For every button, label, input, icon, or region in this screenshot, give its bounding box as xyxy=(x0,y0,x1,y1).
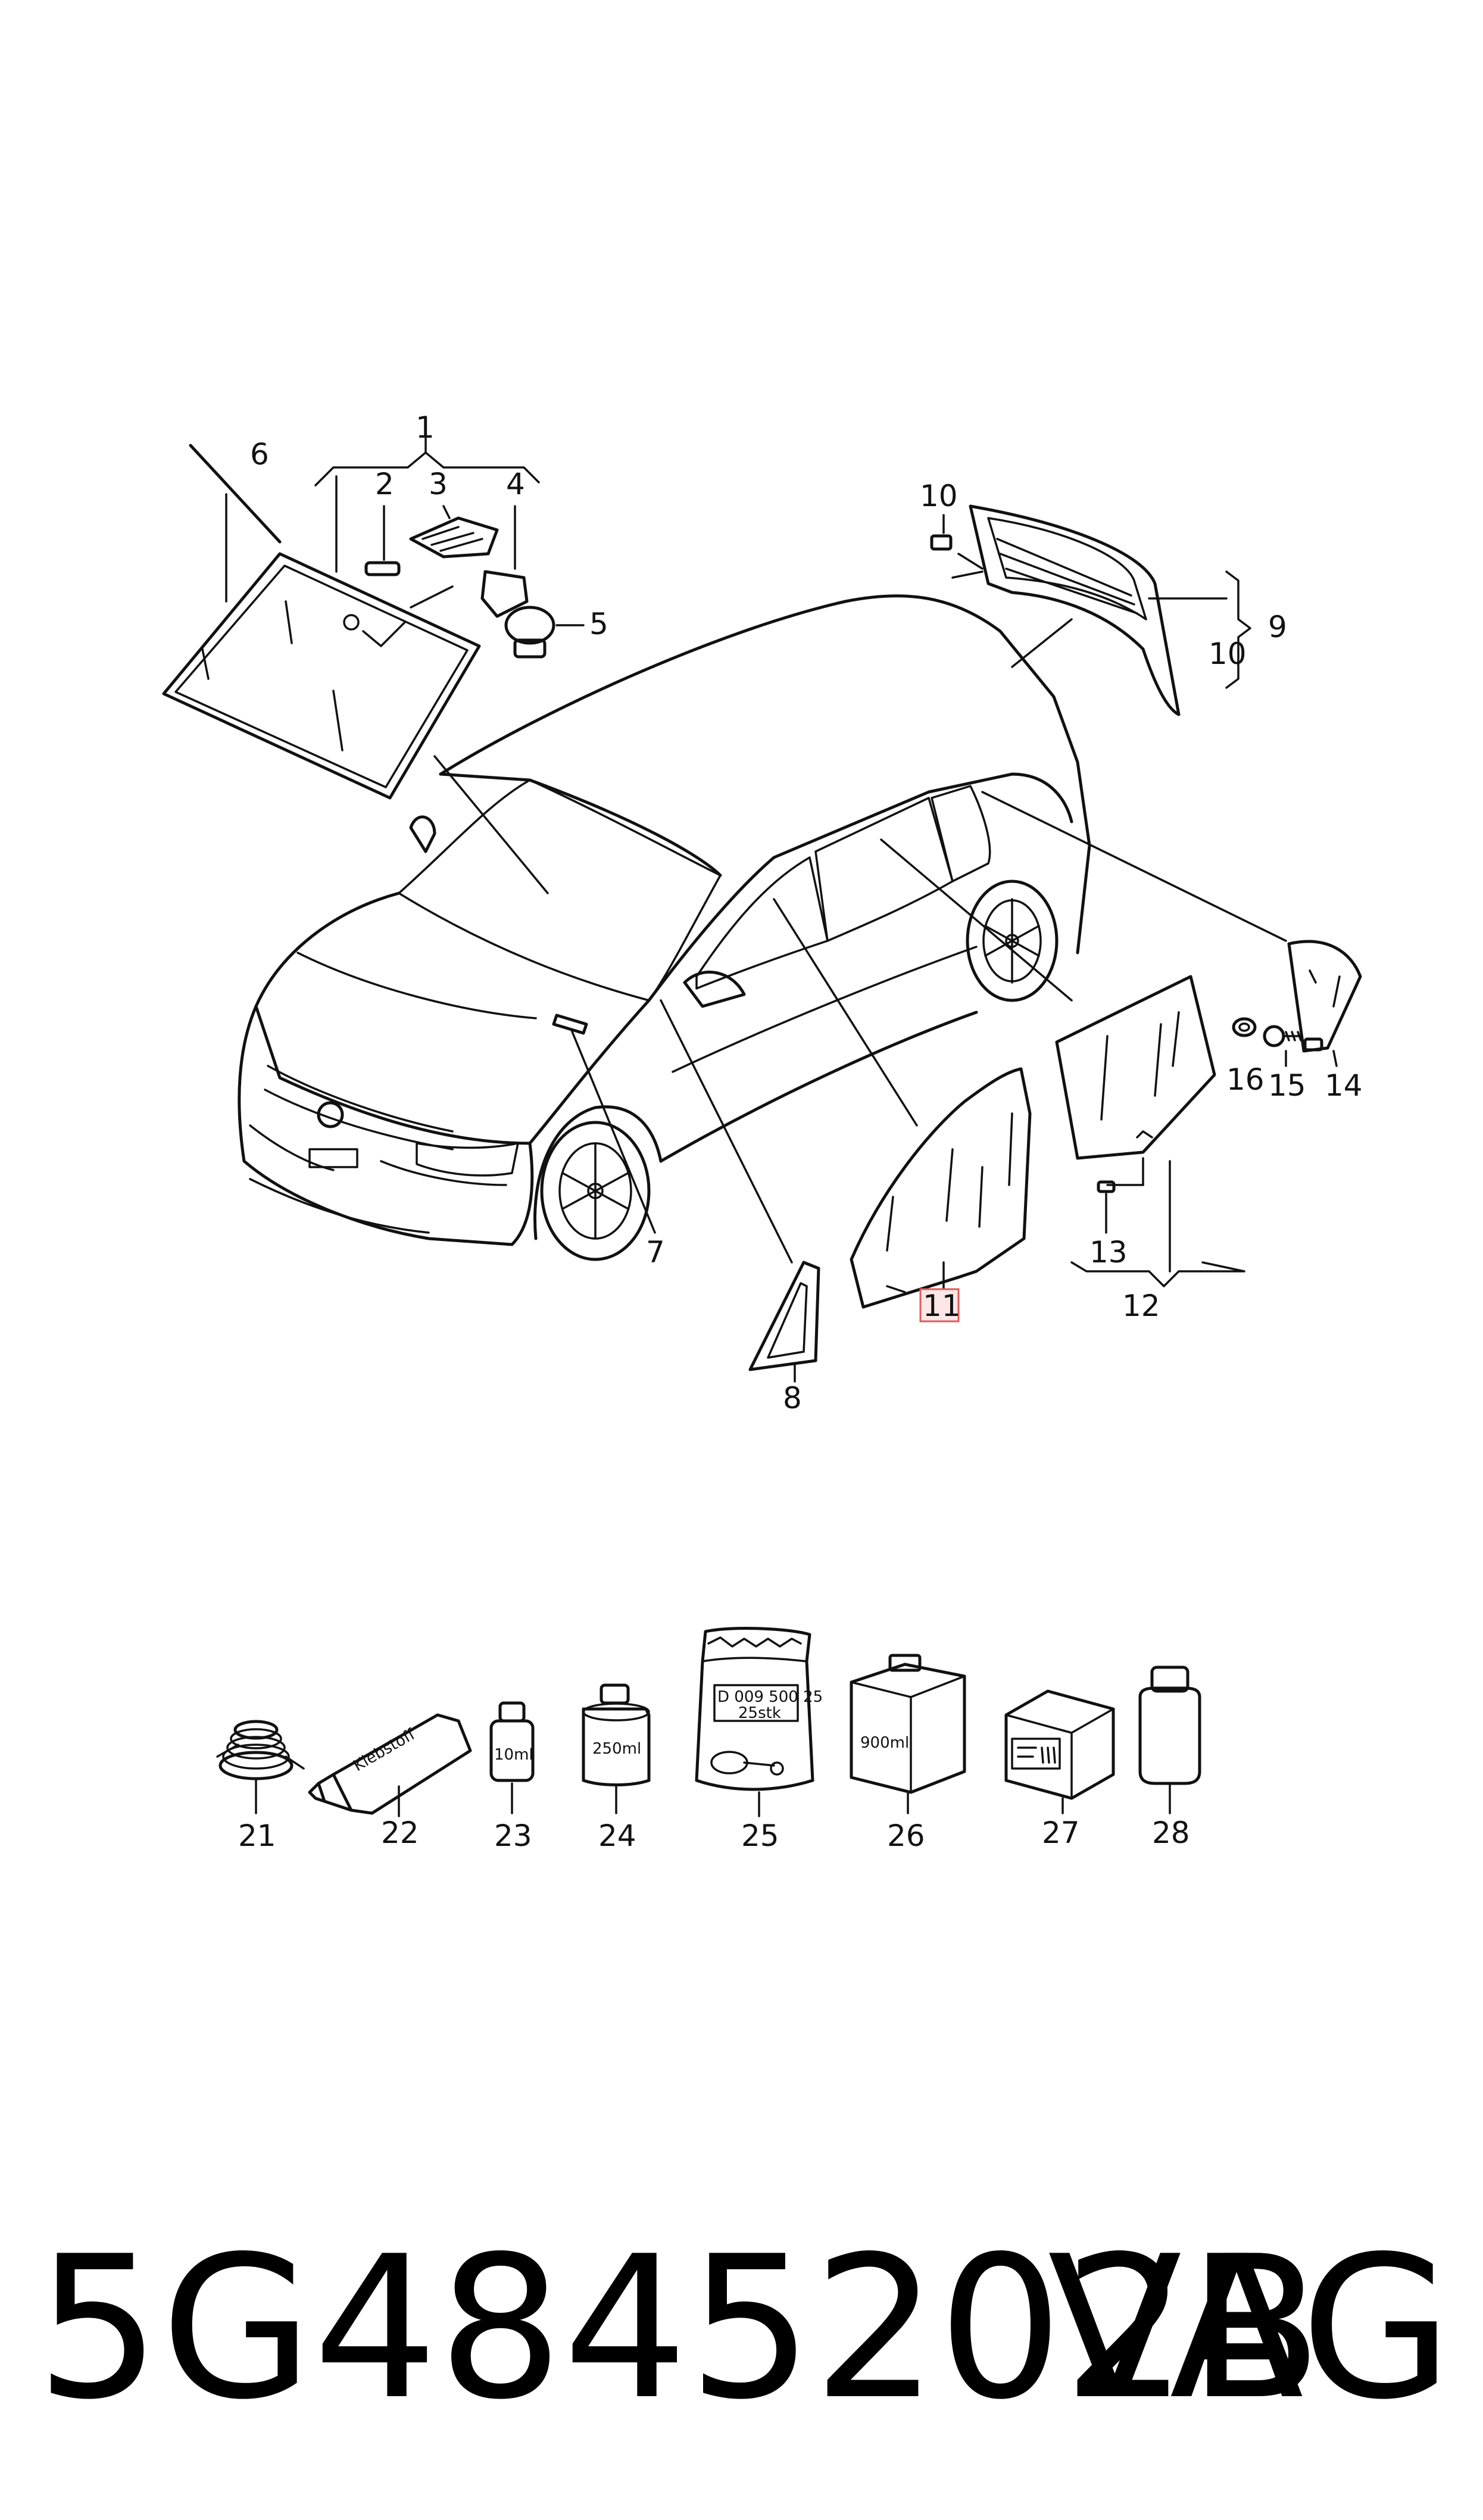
callout-11: 11 xyxy=(923,1289,961,1323)
car-illustration xyxy=(238,594,1091,1261)
part-16-ring xyxy=(1232,1017,1257,1037)
front-quarter-glass xyxy=(748,1261,820,1383)
box-label: 900ml xyxy=(860,1734,909,1752)
part-27-kit-box xyxy=(1004,1689,1115,1814)
bracket-9 xyxy=(1225,570,1251,689)
part-28-bottle xyxy=(1138,1666,1201,1814)
bag-label-line2: 25stk xyxy=(738,1704,781,1722)
part-5-camera xyxy=(504,606,585,659)
part-21-spring xyxy=(216,1720,305,1814)
part-24-can: 250ml xyxy=(582,1683,651,1814)
windshield-glass xyxy=(162,552,481,800)
front-door-glass xyxy=(850,1067,1032,1309)
tube-label: Klebstoff xyxy=(351,1725,419,1775)
windshield-trim-strip xyxy=(189,444,282,544)
part-22-adhesive-tube: Klebstoff xyxy=(308,1713,472,1817)
can-label: 250ml xyxy=(592,1740,641,1758)
callout-10-bracket: 10 xyxy=(1209,637,1247,671)
callout-3: 3 xyxy=(429,467,448,501)
callout-13: 13 xyxy=(1089,1235,1128,1270)
vial-label: 10ml xyxy=(494,1746,533,1764)
part-number: 5G4845202B xyxy=(36,2214,1323,2443)
callout-24: 24 xyxy=(598,1819,636,1853)
part-26-box: 900ml xyxy=(850,1654,966,1814)
callout-26: 26 xyxy=(887,1819,925,1853)
callout-6: 6 xyxy=(250,437,269,472)
bracket-12 xyxy=(1070,1261,1245,1287)
part-25-bag: D 009 500 25 25stk xyxy=(695,1627,823,1817)
bracket-1 xyxy=(314,451,540,486)
part-13-fastener xyxy=(1097,1180,1116,1234)
callout-22: 22 xyxy=(381,1816,419,1850)
brand-name: VAG xyxy=(1047,2214,1453,2443)
callout-21: 21 xyxy=(238,1819,276,1853)
part-3-cover xyxy=(409,505,499,559)
callout-15: 15 xyxy=(1268,1068,1306,1103)
callout-11-highlight xyxy=(919,1288,960,1323)
callout-25: 25 xyxy=(741,1819,779,1853)
caption-bar: 5G4845202B VAG xyxy=(36,2215,1453,2441)
bag-label-line1: D 009 500 25 xyxy=(717,1688,823,1706)
callout-28: 28 xyxy=(1152,1816,1190,1850)
callout-16: 16 xyxy=(1226,1062,1265,1097)
rear-door-glass xyxy=(1055,975,1216,1186)
callout-12: 12 xyxy=(1122,1289,1160,1323)
part-23-vial: 10ml xyxy=(489,1701,535,1814)
callout-2: 2 xyxy=(375,467,394,501)
callout-27: 27 xyxy=(1042,1816,1080,1850)
part-4-sensor xyxy=(480,505,529,618)
part-15-screw xyxy=(1263,1025,1302,1067)
callout-10-top: 10 xyxy=(920,479,958,513)
callout-1: 1 xyxy=(416,410,435,445)
callout-9: 9 xyxy=(1268,610,1287,644)
callout-5: 5 xyxy=(589,607,608,641)
rear-quarter-glass xyxy=(1287,940,1362,1067)
callout-23: 23 xyxy=(494,1819,532,1853)
rear-window-glass xyxy=(969,504,1181,716)
callout-14: 14 xyxy=(1325,1068,1363,1103)
callout-8: 8 xyxy=(783,1381,802,1415)
callout-7: 7 xyxy=(646,1235,665,1270)
part-2-clip xyxy=(364,505,401,576)
callout-4: 4 xyxy=(506,467,525,501)
part-10-clip xyxy=(930,534,953,551)
